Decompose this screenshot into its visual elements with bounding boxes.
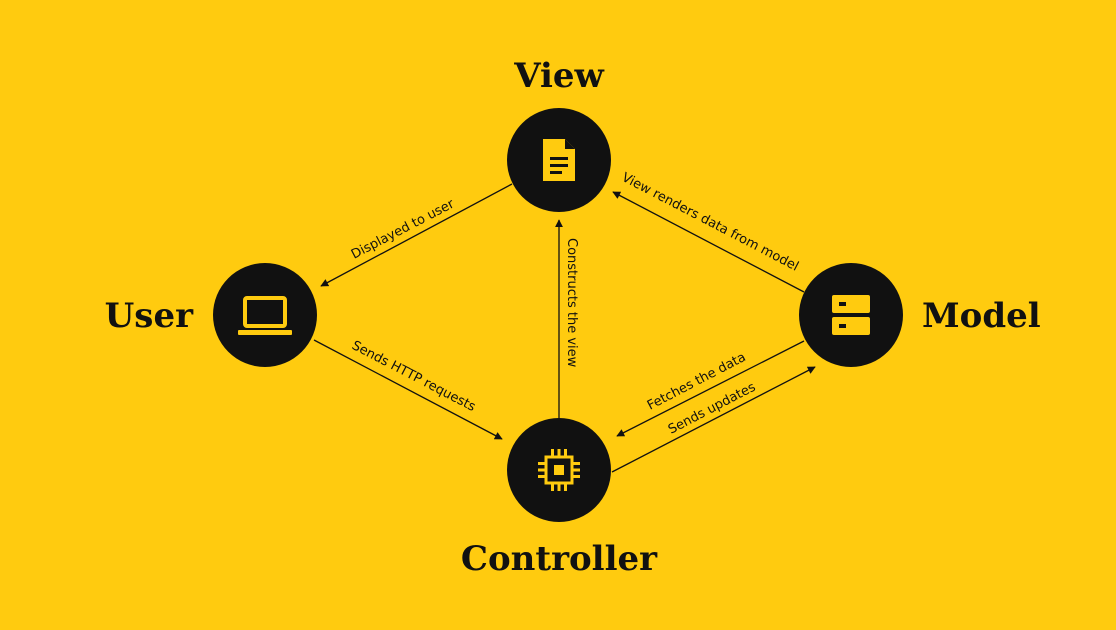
edge-displayed-to-user: [320, 183, 513, 287]
chip-icon: [538, 449, 580, 491]
node-label-view: View: [513, 56, 604, 96]
node-controller: [507, 418, 611, 522]
node-label-user: User: [105, 296, 194, 336]
edge-label-sends-http-requests: Sends HTTP requests: [349, 338, 478, 415]
node-label-controller: Controller: [461, 539, 658, 579]
edge-sends-http-requests: [313, 339, 503, 440]
node-model: [799, 263, 903, 367]
edge-view-renders-data: [612, 191, 805, 293]
node-label-model: Model: [922, 296, 1041, 336]
server-icon: [832, 295, 870, 335]
edge-label-displayed-to-user: Displayed to user: [349, 196, 457, 262]
node-view: [507, 108, 611, 212]
laptop-icon: [238, 296, 292, 335]
node-user: [213, 263, 317, 367]
edge-label-view-renders-data: View renders data from model: [619, 170, 801, 274]
edge-label-constructs-the-view: Constructs the view: [564, 238, 579, 368]
edge-fetches-the-data: [616, 340, 805, 437]
edge-sends-updates: [611, 366, 816, 473]
document-icon: [543, 139, 575, 181]
